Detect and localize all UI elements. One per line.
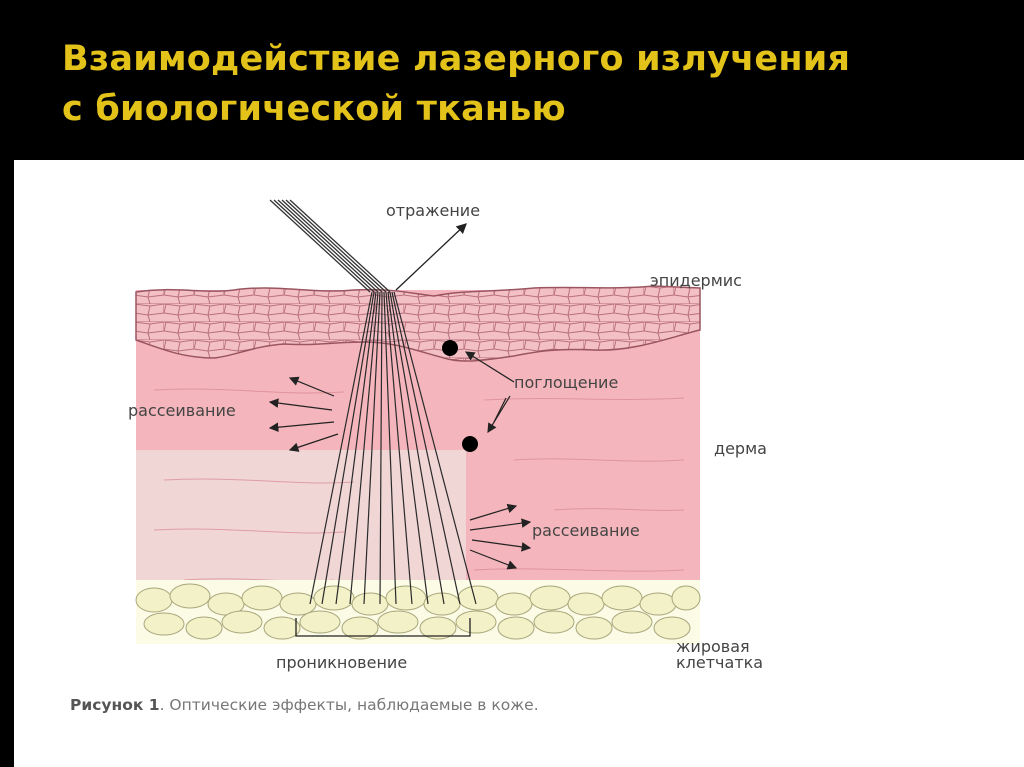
label-absorption: поглощение bbox=[514, 373, 618, 392]
epidermis-layer bbox=[135, 285, 701, 362]
label-fat-line-1: жировая bbox=[676, 637, 750, 656]
slide-title-line-1: Взаимодействие лазерного излучения bbox=[62, 39, 851, 79]
fat-cells bbox=[135, 583, 701, 640]
caption-text: . Оптические эффекты, наблюдаемые в коже… bbox=[159, 696, 539, 714]
absorption-dot-1 bbox=[442, 340, 458, 356]
title-bar: Взаимодействие лазерного излучения с био… bbox=[0, 0, 1024, 158]
label-epidermis: эпидермис bbox=[650, 271, 742, 290]
absorption-arrow-1 bbox=[464, 351, 515, 383]
label-reflection: отражение bbox=[386, 201, 480, 220]
slide-title-line-2: с биологической тканью bbox=[62, 89, 566, 129]
figure-caption: Рисунок 1. Оптические эффекты, наблюдаем… bbox=[70, 696, 539, 714]
incoming-laser-beam bbox=[269, 199, 391, 293]
skin-laser-figure: отражение эпидермис поглощение рассеиван… bbox=[128, 199, 767, 672]
scattering-right-arrows bbox=[469, 503, 532, 570]
absorption-arrow-2 bbox=[487, 395, 511, 434]
label-penetration: проникновение bbox=[276, 653, 407, 672]
slide-content: отражение эпидермис поглощение рассеиван… bbox=[14, 160, 1024, 767]
penetration-bracket bbox=[295, 618, 471, 637]
reflection-arrow bbox=[395, 223, 467, 291]
label-scattering-right: рассеивание bbox=[532, 521, 640, 540]
caption-prefix: Рисунок 1 bbox=[70, 696, 160, 714]
label-scattering-left: рассеивание bbox=[128, 401, 236, 420]
penetrating-rays bbox=[309, 291, 477, 605]
label-dermis: дерма bbox=[714, 439, 767, 458]
absorption-arrow-3 bbox=[493, 397, 507, 423]
label-fat-line-2: клетчатка bbox=[676, 653, 763, 672]
slide-title: Взаимодействие лазерного излучения с био… bbox=[62, 34, 1002, 134]
scattering-left-arrows bbox=[268, 376, 339, 452]
absorption-dot-2 bbox=[462, 436, 478, 452]
